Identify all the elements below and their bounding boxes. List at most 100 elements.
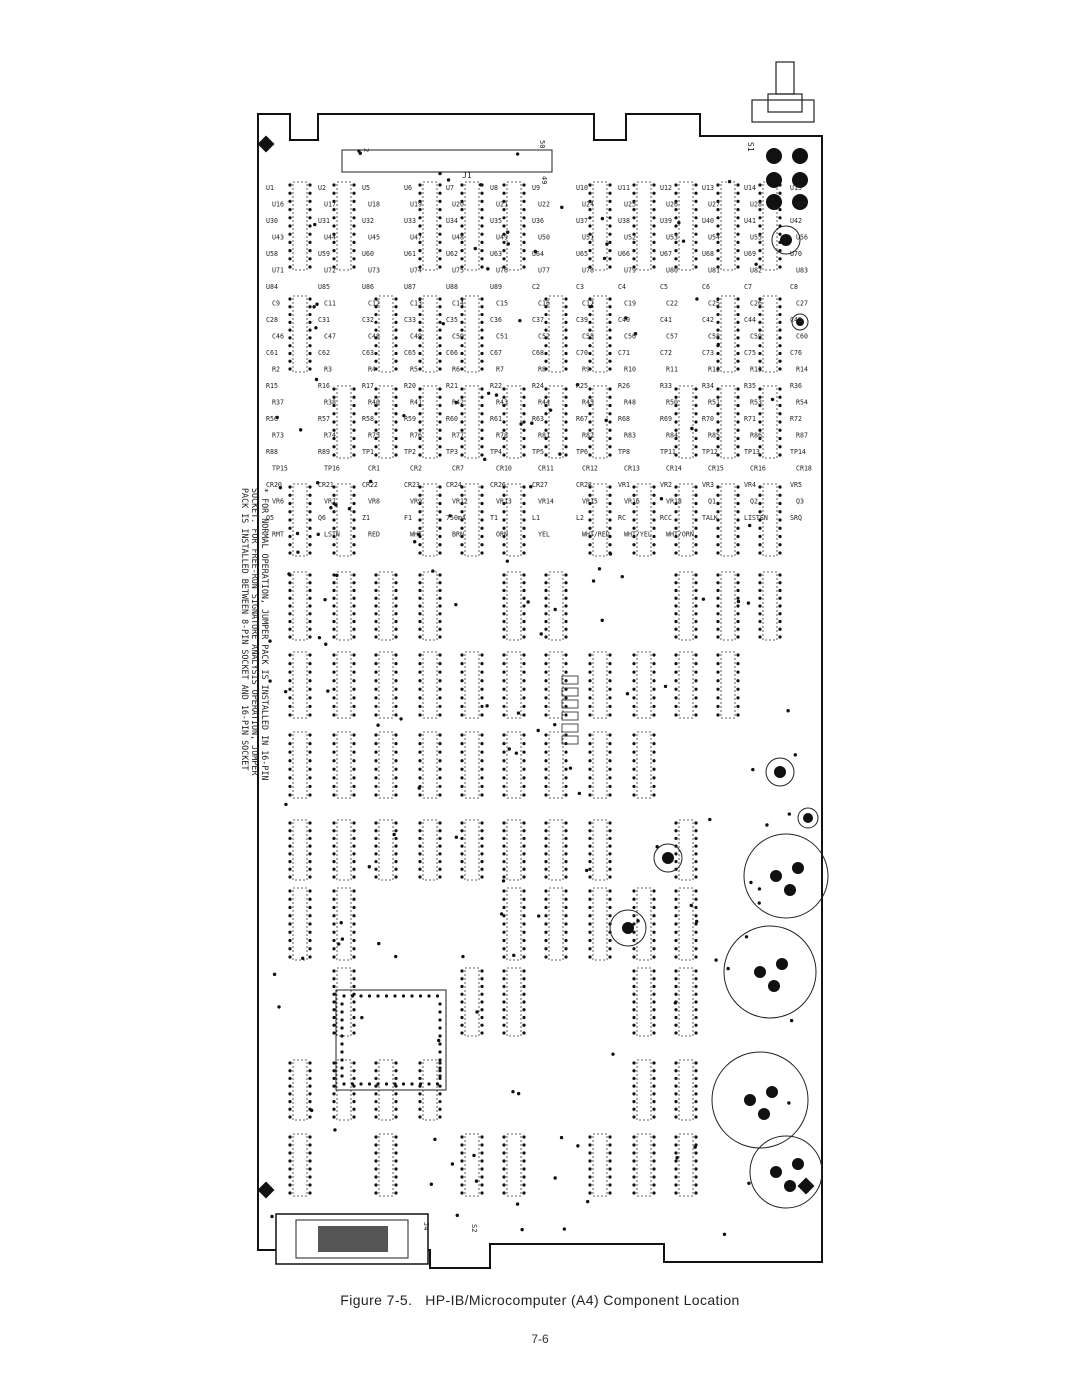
j1-label: J1 [462,171,472,180]
ic-footprint [332,483,356,557]
component-designator: C67 [490,349,502,357]
component-designator: U29 [796,201,808,209]
ic-footprint [460,483,484,557]
component-designator: WHT [410,531,422,539]
component-designator: U89 [490,283,502,291]
component-designator: C42 [702,316,714,324]
component-designator: R42 [452,399,464,407]
component-designator: VR6 [272,498,284,506]
ic-footprint [418,181,442,271]
component-designator: C13 [410,300,422,308]
ic-footprint [332,651,356,719]
ic-footprint [332,571,356,641]
component-designator: Q6 [318,514,326,522]
component-designator: F1 [404,514,412,522]
component-designator: R22 [490,382,502,390]
component-designator: U81 [708,267,720,275]
component-designator: C58 [708,333,720,341]
ic-footprint [332,385,356,459]
component-designator: C11 [324,300,336,308]
component-designator: VR16 [624,498,640,506]
component-designator: VR5 [790,481,802,489]
component-designator: R72 [790,415,802,423]
component-designator: U54 [708,234,720,242]
component-designator: U18 [368,201,380,209]
component-designator: U31 [318,217,330,225]
component-designator: U19 [410,201,422,209]
component-designator: C70 [576,349,588,357]
component-designator: R11 [666,366,678,374]
component-designator: U68 [702,250,714,258]
component-designator: R63 [532,415,544,423]
component-designator: TP11 [660,448,676,456]
capacitor-footprint [797,807,819,829]
component-designator: R50 [666,399,678,407]
component-designator: U64 [532,250,544,258]
component-designator: C75 [744,349,756,357]
component-designator: R36 [790,382,802,390]
component-designator: Q3 [796,498,804,506]
component-designator: CR2 [410,465,422,473]
component-designator: U8 [490,184,498,192]
ic-footprint [502,181,526,271]
component-designator: R15 [266,382,278,390]
component-designator: C17 [582,300,594,308]
component-designator: VR12 [452,498,468,506]
j1-pin-50: 50 [538,140,546,148]
ic-footprint [418,651,442,719]
component-designator: U40 [702,217,714,225]
component-designator: R4 [368,366,376,374]
component-designator: U78 [582,267,594,275]
component-designator: R57 [318,415,330,423]
component-designator: R89 [318,448,330,456]
capacitor-footprint [771,225,801,255]
component-designator: U45 [368,234,380,242]
ic-footprint [460,819,484,881]
component-designator: C76 [790,349,802,357]
plcc-socket [335,989,447,1091]
component-designator: U27 [708,201,720,209]
ic-footprint [758,295,782,373]
component-designator: R7 [496,366,504,374]
component-designator: U51 [582,234,594,242]
ic-footprint [502,571,526,641]
component-designator: U16 [272,201,284,209]
component-designator: U33 [404,217,416,225]
component-designator: R44 [538,399,550,407]
component-designator: BRN [452,531,464,539]
component-designator: R3 [324,366,332,374]
component-designator: R83 [624,432,636,440]
ic-footprint [374,731,398,799]
component-designator: C49 [410,333,422,341]
component-designator: CR26 [490,481,506,489]
component-designator: R21 [446,382,458,390]
component-designator: C15 [496,300,508,308]
component-designator: R88 [266,448,278,456]
component-designator: TP2 [404,448,416,456]
ic-footprint [632,887,656,961]
component-designator: CR16 [750,465,766,473]
component-designator: TP3 [446,448,458,456]
ic-footprint [674,967,698,1037]
component-designator: U30 [266,217,278,225]
component-designator: R84 [666,432,678,440]
ic-footprint [588,181,612,271]
component-designator: R75 [368,432,380,440]
component-designator: R86 [750,432,762,440]
component-designator: U76 [496,267,508,275]
component-designator: Q5 [266,514,274,522]
ic-footprint [632,483,656,557]
component-designator: R53 [750,399,762,407]
component-designator: CR15 [708,465,724,473]
component-designator: R5 [410,366,418,374]
board-outline [257,113,823,1269]
j1-pin-2: 2 [362,148,370,152]
component-designator: CR21 [318,481,334,489]
component-designator: U7 [446,184,454,192]
component-designator: U25 [624,201,636,209]
component-designator: TP1 [362,448,374,456]
component-designator: C60 [796,333,808,341]
ic-footprint [544,295,568,373]
component-designator: U12 [660,184,672,192]
